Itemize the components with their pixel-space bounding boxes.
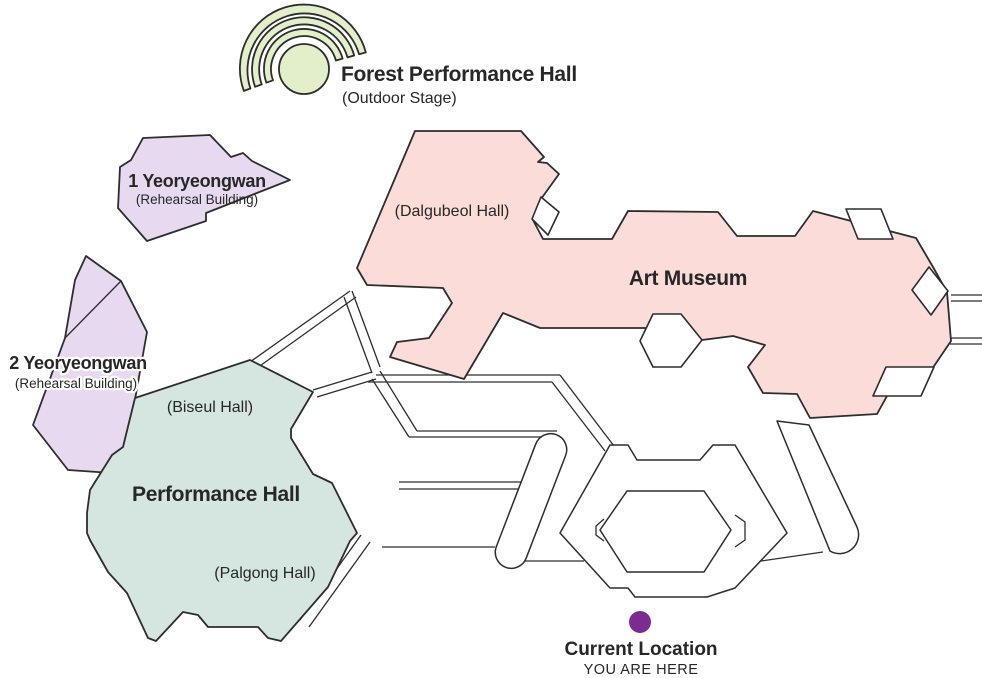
arc-band-middle bbox=[251, 16, 356, 88]
right-walkway-outline bbox=[776, 420, 860, 555]
biseul-hall-label: (Biseul Hall) bbox=[167, 399, 253, 416]
current-location-label: Current Location bbox=[564, 639, 717, 660]
palgong-hall-label: (Palgong Hall) bbox=[214, 565, 315, 582]
yeoryeongwan-1-region bbox=[117, 134, 291, 242]
outdoor-stage-circle bbox=[278, 43, 330, 95]
pill-walkway-outline bbox=[494, 432, 568, 570]
corridor-outlines bbox=[249, 290, 982, 628]
map-labels: Forest Performance Hall (Outdoor Stage) … bbox=[7, 63, 747, 678]
amphitheater-arcs-icon bbox=[239, 3, 367, 95]
current-location-dot bbox=[629, 611, 651, 633]
dalgubeol-hall-label: (Dalgubeol Hall) bbox=[395, 203, 510, 220]
arc-band-outer bbox=[239, 3, 367, 92]
outdoor-stage-label: (Outdoor Stage) bbox=[342, 90, 457, 107]
central-complex-outline bbox=[559, 444, 788, 598]
yeoryeongwan-2-label: 2 Yeoryeongwan bbox=[9, 353, 147, 373]
museum-notch-diamond-left bbox=[531, 196, 560, 236]
you-are-here-label: YOU ARE HERE bbox=[584, 662, 699, 678]
art-museum-label: Art Museum bbox=[629, 267, 747, 290]
art-museum-region bbox=[356, 130, 952, 419]
yeoryeongwan-1-sublabel: (Rehearsal Building) bbox=[136, 192, 258, 207]
performance-hall-region bbox=[86, 359, 358, 642]
museum-hexagon-courtyard bbox=[639, 313, 703, 368]
museum-notch-top bbox=[845, 208, 894, 240]
central-complex-inner bbox=[599, 490, 732, 573]
yeoryeongwan-2-region bbox=[32, 255, 148, 474]
museum-notch-bottom bbox=[872, 366, 935, 397]
arc-band-inner bbox=[263, 28, 344, 84]
forest-performance-hall-label: Forest Performance Hall bbox=[341, 63, 577, 86]
museum-notch-diamond-right bbox=[911, 266, 949, 316]
yeoryeongwan-1-label: 1 Yeoryeongwan bbox=[128, 171, 266, 191]
performance-hall-label: Performance Hall bbox=[132, 483, 300, 506]
yeoryeongwan-2-sublabel: (Rehearsal Building) bbox=[15, 376, 137, 391]
